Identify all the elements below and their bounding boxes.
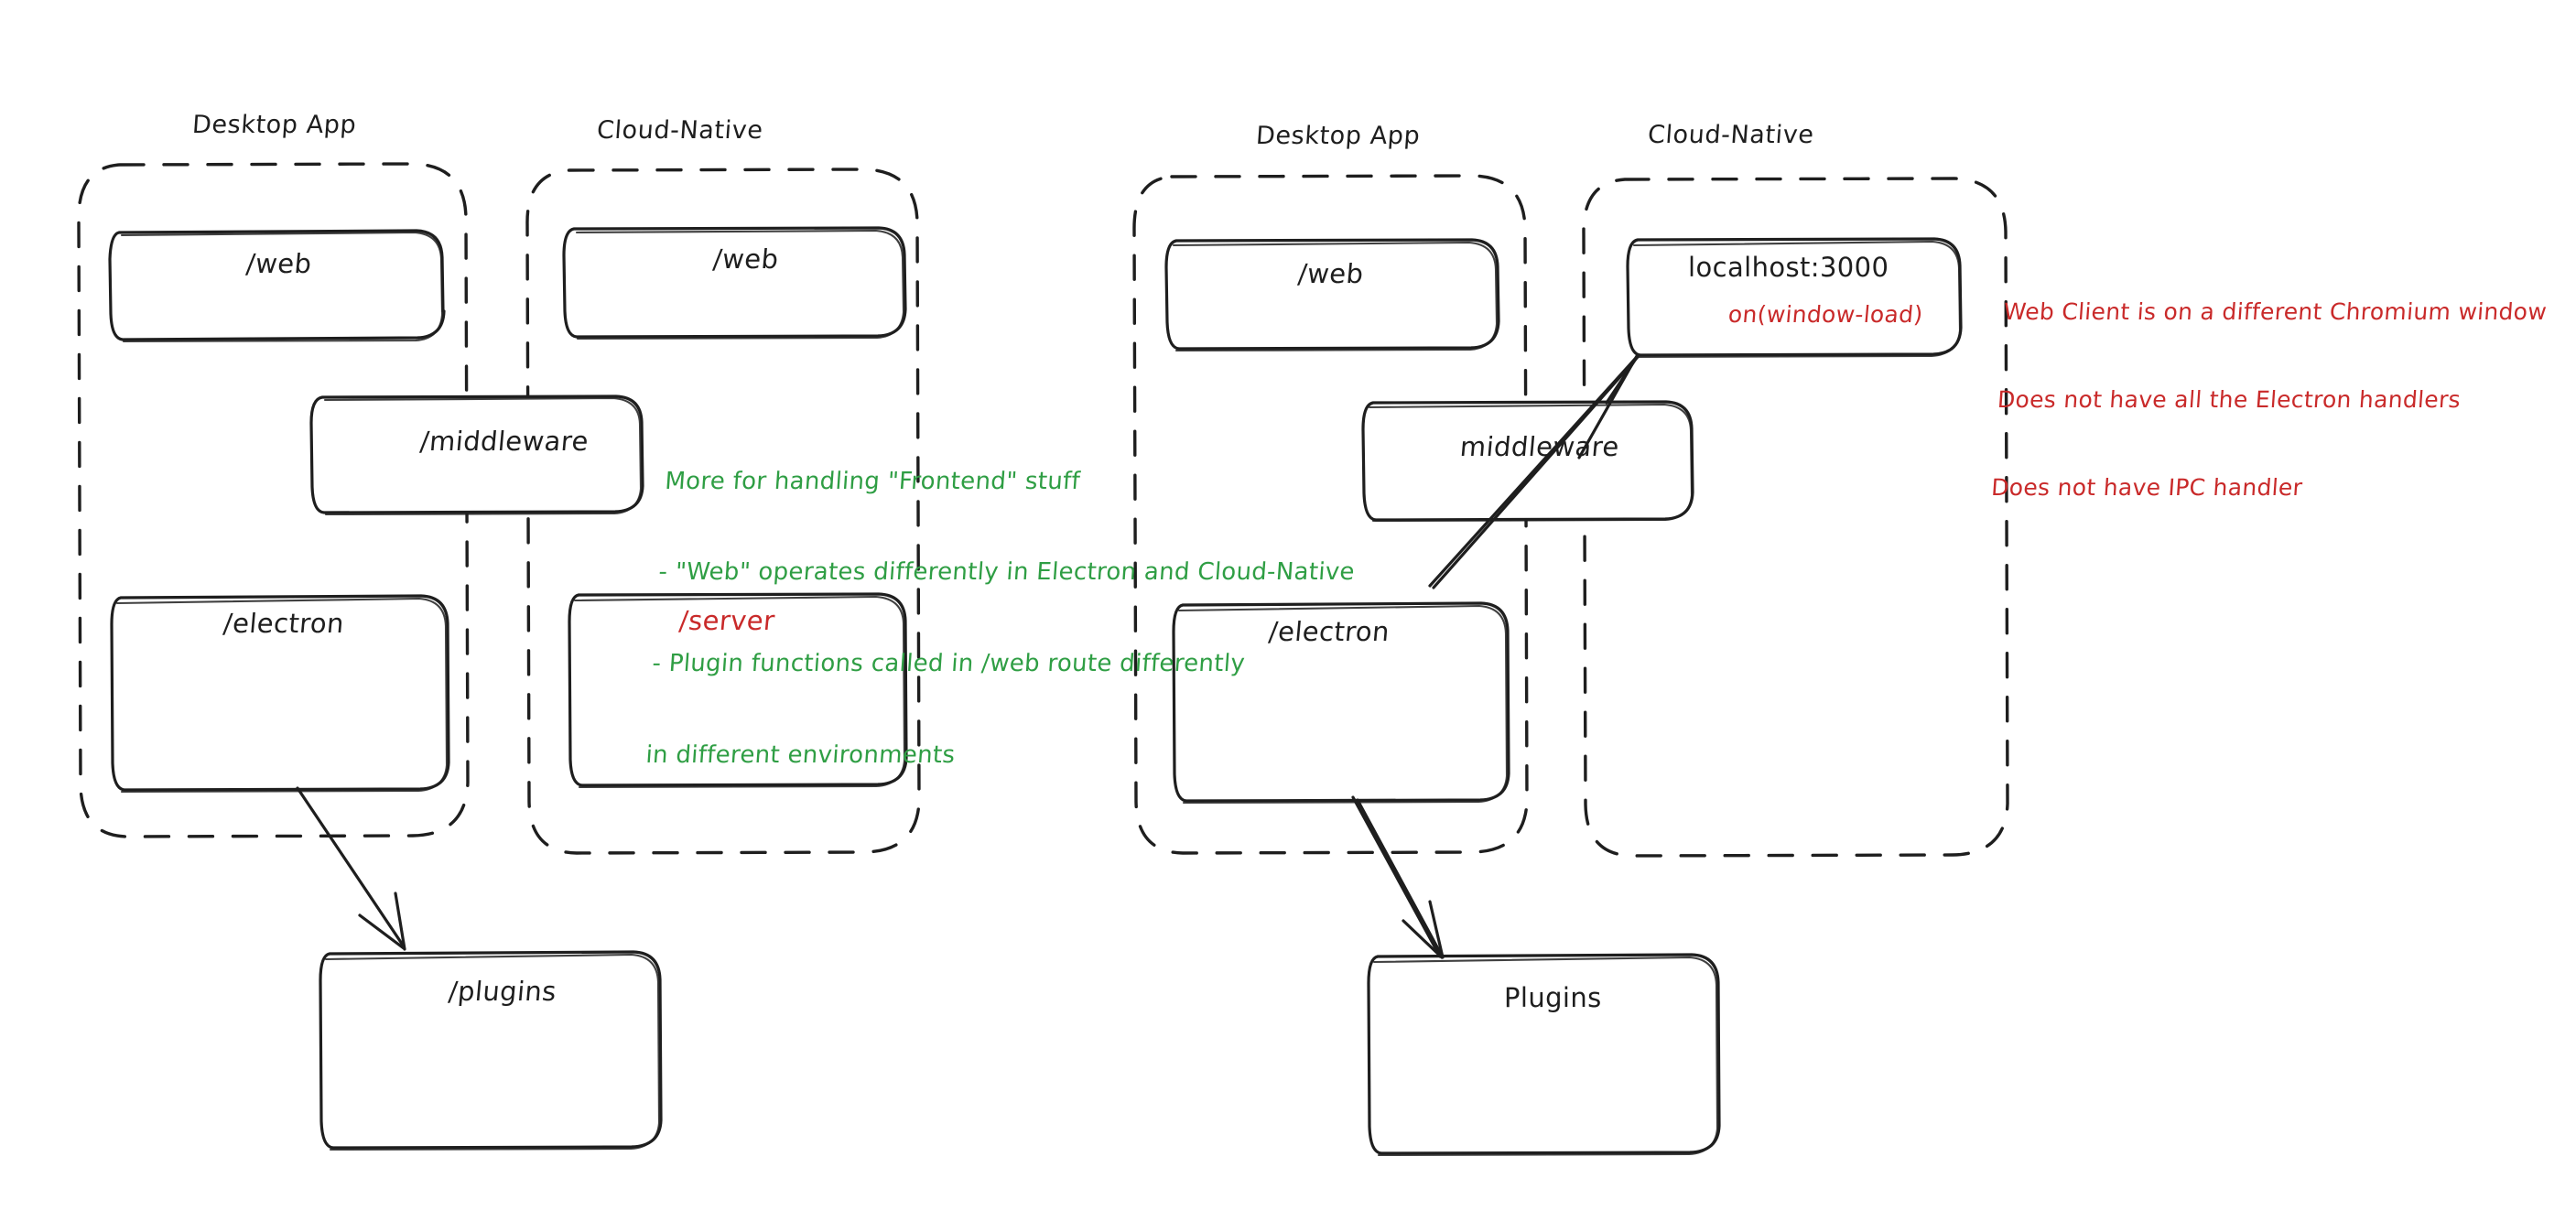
arrow-right-electron-to-localhost	[1428, 354, 1640, 589]
group-outline-right-cloud	[1582, 177, 2009, 858]
box-outline-left-desktop-web	[108, 229, 446, 343]
box-outline-left-server	[568, 592, 908, 789]
box-outline-left-cloud-web	[562, 226, 907, 340]
arrow-right-electron-to-plugins	[1351, 795, 1445, 959]
box-outline-right-middleware	[1361, 400, 1694, 523]
box-outline-left-electron	[110, 594, 450, 794]
group-outline-left-desktop	[77, 162, 470, 838]
box-outline-right-desktop-web	[1164, 238, 1500, 352]
box-outline-left-middleware	[309, 394, 644, 516]
box-outline-right-plugins	[1367, 953, 1721, 1157]
box-outline-right-electron	[1172, 601, 1510, 805]
arrow-left-electron-to-plugins	[296, 786, 406, 951]
group-outline-left-cloud	[525, 168, 921, 855]
group-outline-right-desktop	[1132, 174, 1529, 855]
box-outline-right-localhost	[1626, 237, 1963, 359]
box-outline-left-plugins	[319, 950, 663, 1151]
